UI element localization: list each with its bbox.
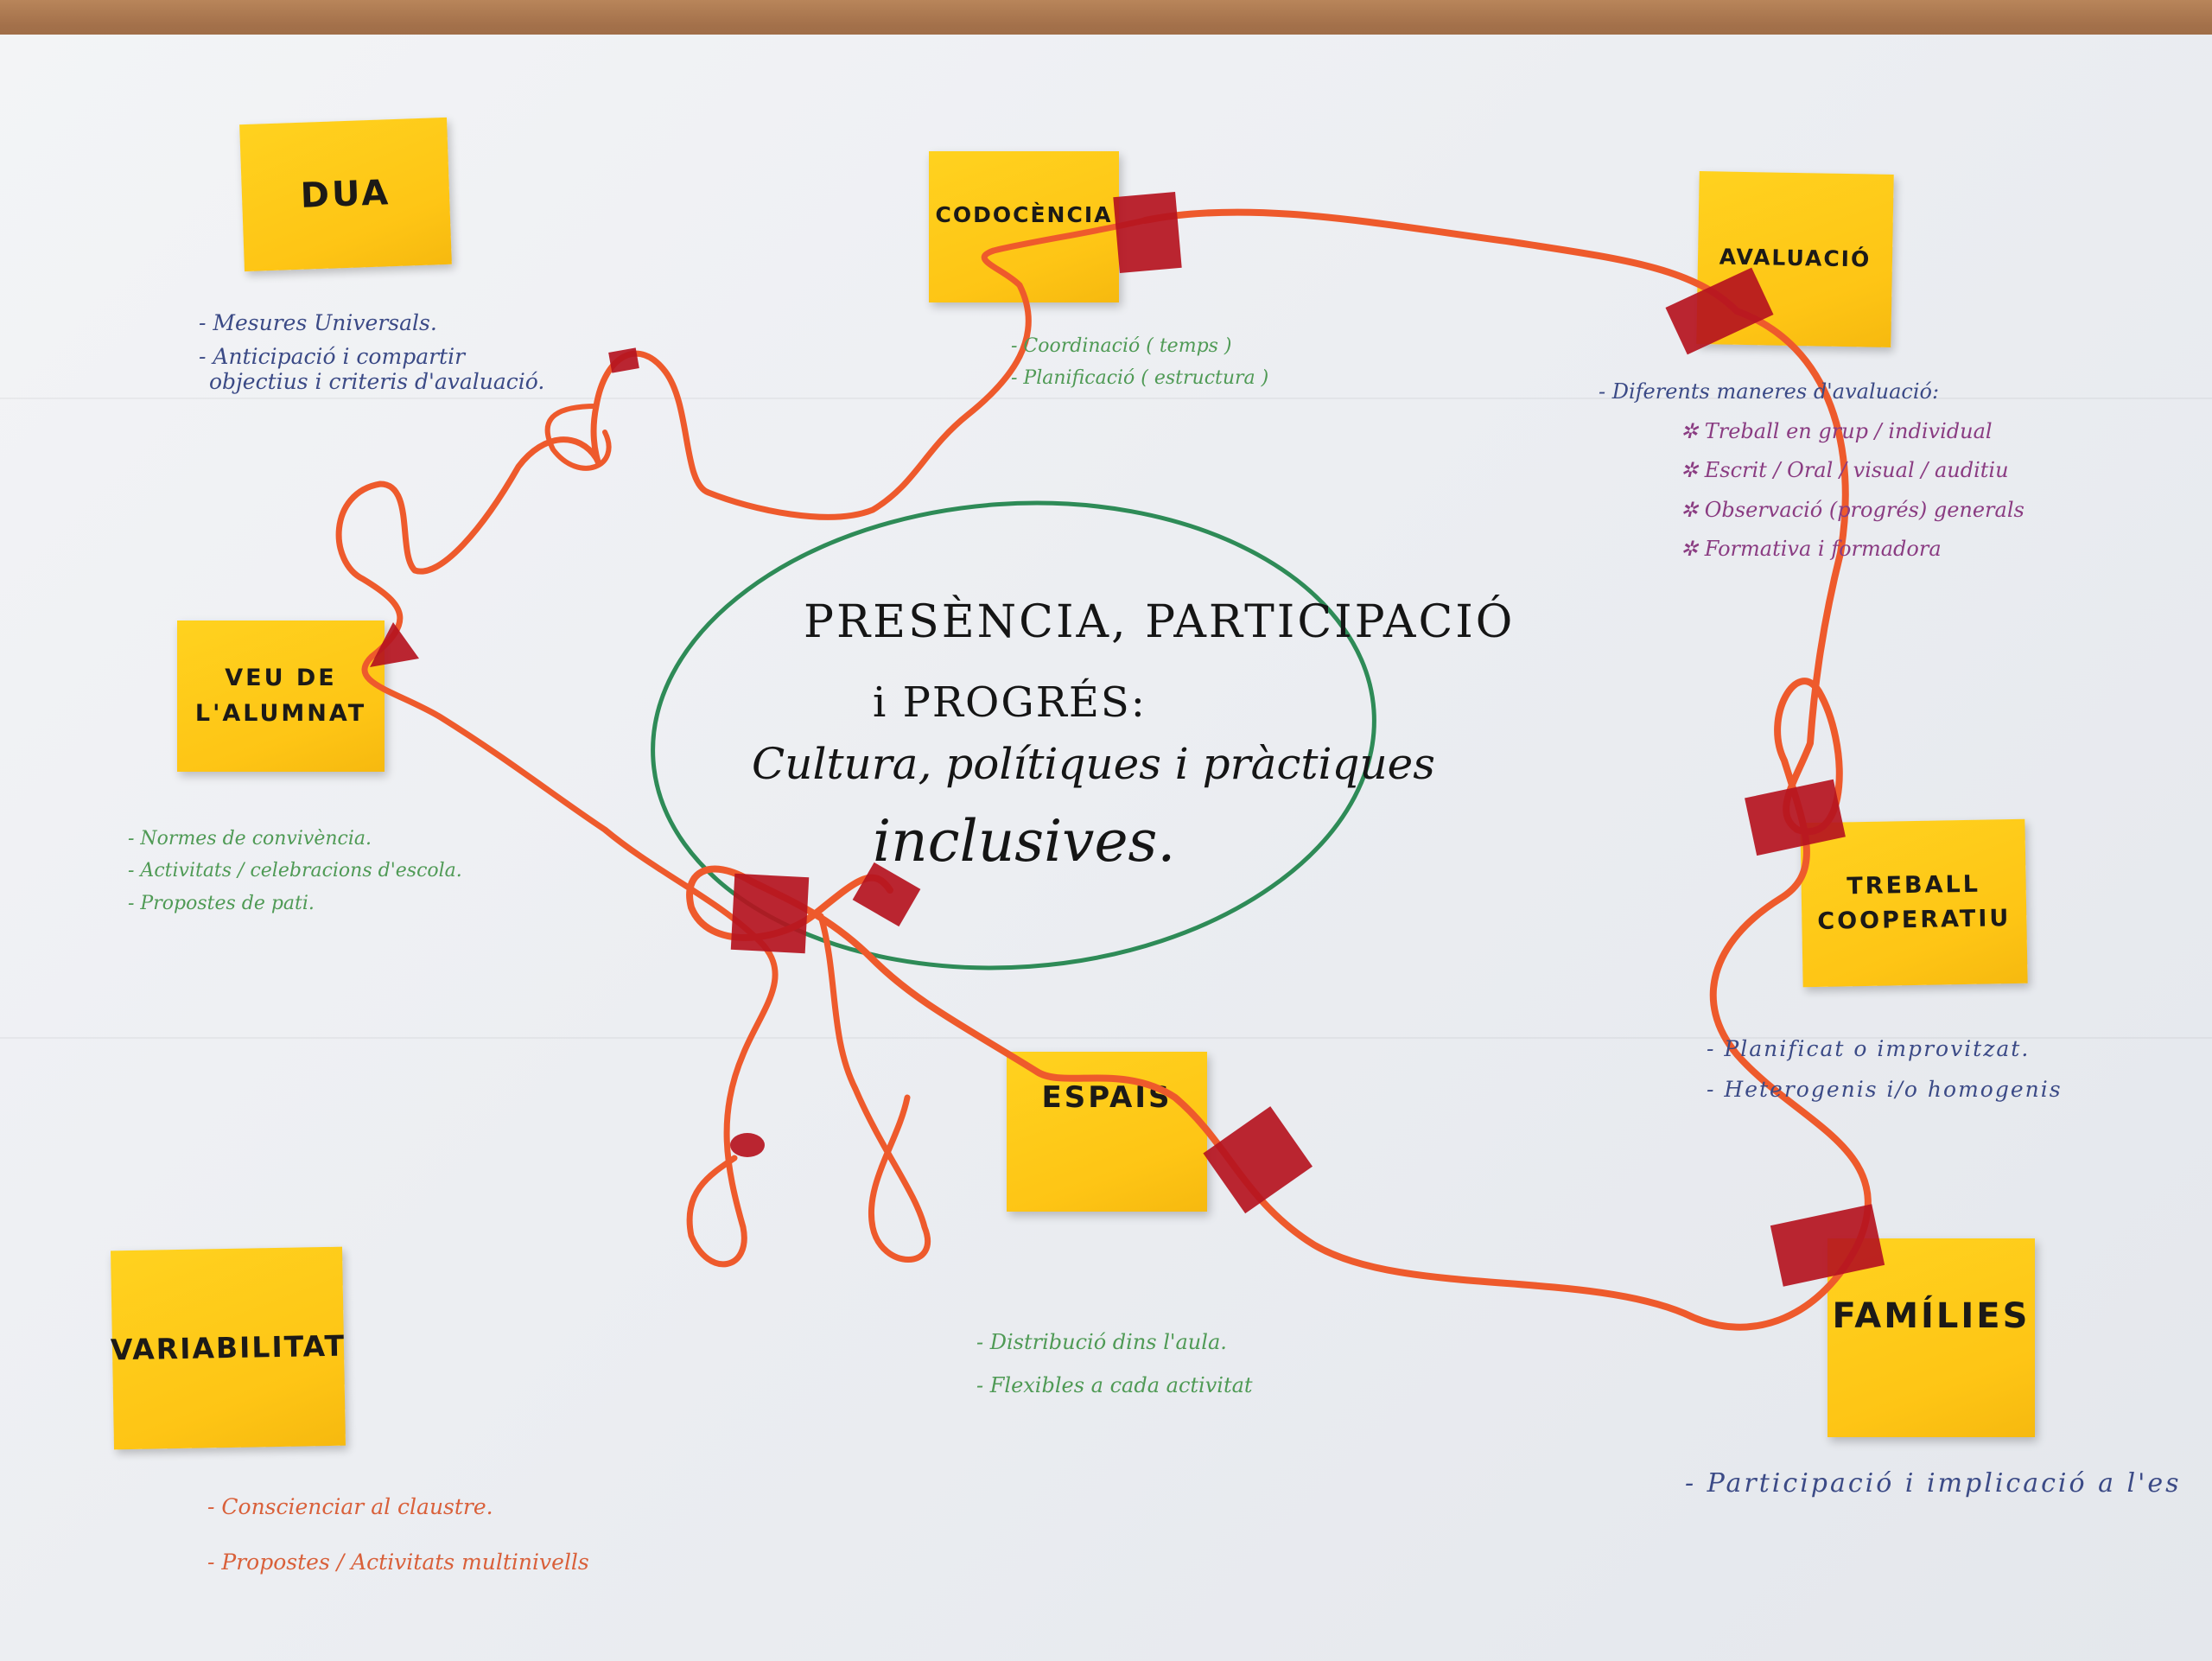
annotation-line: - Planificació ( estructura ) <box>1011 367 1269 390</box>
tape-piece <box>730 873 810 954</box>
annotation-line: - Diferents maneres d'avaluació: <box>1599 379 1940 404</box>
center-title-line4: inclusives. <box>873 808 1176 875</box>
orange-string <box>335 217 1148 1268</box>
annotation-line: ✲ Formativa i formadora <box>1681 537 1942 562</box>
annotation-codocencia: - Coordinació ( temps ) - Planificació (… <box>1011 335 1268 390</box>
orange-string <box>817 913 931 1263</box>
annotation-espais: - Distribució dins l'aula. - Flexibles a… <box>976 1330 1253 1397</box>
annotation-avaluacio: - Diferents maneres d'avaluació: ✲ Treba… <box>1599 379 2024 562</box>
annotation-line: ✲ Observació (progrés) generals <box>1681 497 2024 522</box>
tape-piece <box>1665 267 1774 355</box>
annotation-line: objectius i criteris d'avaluació. <box>209 368 545 394</box>
center-ellipse <box>651 500 1376 971</box>
annotation-line: ✲ Treball en grup / individual <box>1681 418 1993 443</box>
annotation-line: - Conscienciar al claustre. <box>207 1494 493 1519</box>
annotation-dua: - Mesures Universals. - Anticipació i co… <box>199 310 545 394</box>
center-title-line3: Cultura, polítiques i pràctiques <box>752 739 1435 789</box>
annotation-line: - Flexibles a cada activitat <box>976 1372 1253 1397</box>
annotation-line: - Propostes / Activitats multinivells <box>207 1549 589 1575</box>
paper-fold <box>0 1037 2212 1039</box>
annotation-line: - Distribució dins l'aula. <box>976 1330 1227 1354</box>
tape-piece <box>1203 1106 1313 1214</box>
annotation-line: - Planificat o improvitzat. <box>1707 1036 2031 1061</box>
orange-string <box>544 404 612 471</box>
annotation-families: - Participació i implicació a l'es <box>1685 1468 2182 1499</box>
annotation-line: ✲ Escrit / Oral / visual / auditiu <box>1681 458 2009 483</box>
tape-piece <box>608 347 639 373</box>
annotation-variabilitat: - Conscienciar al claustre. - Propostes … <box>207 1494 589 1575</box>
tape-piece <box>370 622 419 667</box>
orange-string <box>686 208 1872 1331</box>
sticky-note-veu-alumnat: VEU DE L'ALUMNAT <box>177 620 385 772</box>
annotation-line: - Participació i implicació a l'es <box>1685 1468 2182 1499</box>
paper-fold <box>0 398 2212 399</box>
annotation-treball-cooperatiu: - Planificat o improvitzat. - Heterogeni… <box>1707 1036 2063 1103</box>
tape-piece <box>1113 192 1182 273</box>
annotation-veu-alumnat: - Normes de convivència. - Activitats / … <box>128 828 462 914</box>
annotation-line: - Normes de convivència. <box>128 828 372 850</box>
annotation-line: - Mesures Universals. <box>199 310 437 335</box>
tape-piece <box>730 1133 765 1157</box>
annotation-line: - Heterogenis i/o homogenis <box>1707 1076 2063 1102</box>
annotation-line: - Propostes de pati. <box>128 892 315 914</box>
center-title-line2: i PROGRÉS: <box>873 678 1147 727</box>
tape-piece <box>1745 779 1846 856</box>
tape-piece <box>1770 1204 1885 1287</box>
tape-piece <box>852 862 921 927</box>
sticky-note-families: FAMÍLIES <box>1827 1238 2035 1437</box>
annotation-line: - Activitats / celebracions d'escola. <box>128 860 462 882</box>
annotation-line: - Anticipació i compartir <box>199 343 466 369</box>
sticky-note-codocencia: CODOCÈNCIA <box>929 151 1119 302</box>
annotation-line: - Coordinació ( temps ) <box>1011 335 1232 357</box>
center-title-line1: PRESÈNCIA, PARTICIPACIÓ <box>804 596 1516 648</box>
